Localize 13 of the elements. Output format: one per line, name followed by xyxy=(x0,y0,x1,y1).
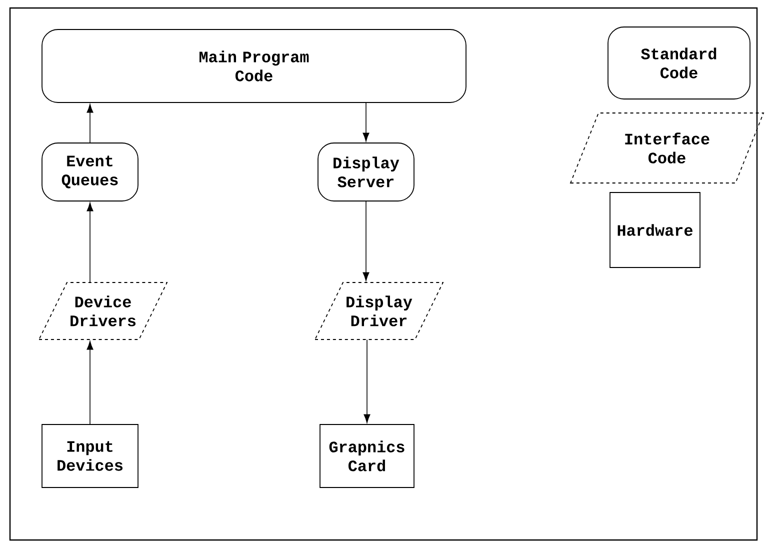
arrow xyxy=(86,104,94,144)
process-box: Grapnics Card xyxy=(320,424,414,488)
arrow xyxy=(86,341,94,425)
arrow xyxy=(362,200,370,281)
rounded-box: Display Server xyxy=(318,142,414,202)
arrow xyxy=(364,339,370,423)
rounded-box: Event Queues xyxy=(42,142,138,202)
legend-entry: Hardware xyxy=(610,192,700,268)
rounded-box: Main Program Code xyxy=(42,29,466,103)
arrow xyxy=(86,202,94,283)
legend-entry: Standard Code xyxy=(608,26,750,100)
arrow xyxy=(362,102,370,142)
process-box: Input Devices xyxy=(42,424,138,488)
